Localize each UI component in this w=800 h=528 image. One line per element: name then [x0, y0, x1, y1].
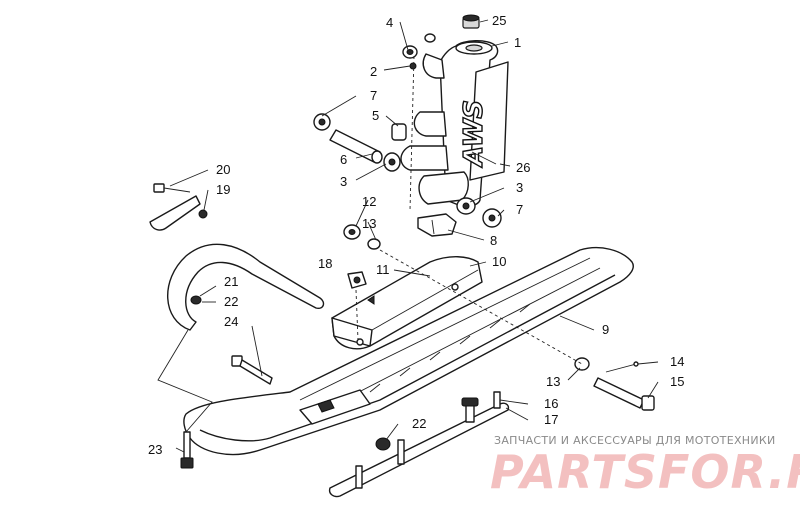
callout-11: 11 — [376, 262, 390, 277]
bushing-7-right — [482, 208, 502, 228]
nut-12 — [343, 224, 361, 240]
callout-15: 15 — [670, 374, 684, 389]
nut-22-lower — [375, 437, 391, 451]
wear-bar-17 — [328, 397, 510, 498]
pin-14 — [605, 361, 639, 373]
callout-25: 25 — [492, 13, 506, 28]
callout-22b: 22 — [412, 416, 426, 431]
callout-19: 19 — [216, 182, 230, 197]
ski-loop-21 — [167, 243, 325, 331]
callout-9: 9 — [602, 322, 609, 337]
bushing-7-left — [313, 113, 331, 131]
callout-3b: 3 — [516, 180, 523, 195]
callout-23: 23 — [148, 442, 162, 457]
washer-4 — [424, 33, 436, 43]
bracket-19 — [149, 195, 208, 231]
callout-12: 12 — [362, 194, 376, 209]
callout-8: 8 — [490, 233, 497, 248]
callout-16: 16 — [544, 396, 558, 411]
callout-14: 14 — [670, 354, 684, 369]
stopper-8 — [417, 213, 457, 237]
callout-7a: 7 — [370, 88, 377, 103]
watermark-logo: PARTSFOR.RU — [490, 445, 800, 499]
spindle: AWS — [400, 40, 509, 207]
callout-17: 17 — [544, 412, 558, 427]
callout-13b: 13 — [546, 374, 560, 389]
fitting-2 — [409, 62, 417, 70]
callout-4: 4 — [386, 15, 393, 30]
washer-13-upper — [367, 238, 381, 250]
washer-13-lower — [574, 357, 590, 371]
callout-3a: 3 — [340, 174, 347, 189]
spindle-logo: AWS — [459, 100, 489, 168]
bushing-5 — [391, 123, 407, 141]
bolt-20 — [153, 183, 191, 193]
watermark-tagline: ЗАПЧАСТИ И АКСЕССУАРЫ ДЛЯ МОТОТЕХНИКИ — [494, 434, 776, 447]
spacer-6 — [329, 129, 383, 164]
bolt-23 — [180, 431, 194, 469]
bolt-24 — [231, 355, 273, 385]
bushing-3-left — [383, 152, 401, 172]
nut-18 — [347, 271, 367, 289]
callout-26: 26 — [516, 160, 530, 175]
bolt-15 — [593, 377, 655, 411]
cap-25 — [462, 14, 480, 29]
callout-10: 10 — [492, 254, 506, 269]
callout-1: 1 — [514, 35, 521, 50]
ski — [183, 246, 634, 456]
callout-24: 24 — [224, 314, 238, 329]
ski-saddle — [331, 256, 483, 350]
callout-6: 6 — [340, 152, 347, 167]
bushing-3-right — [456, 197, 476, 215]
callout-7b: 7 — [516, 202, 523, 217]
nut-4 — [402, 45, 418, 59]
callout-18: 18 — [318, 256, 332, 271]
stud-16 — [493, 391, 501, 409]
callout-21: 21 — [224, 274, 238, 289]
callout-2: 2 — [370, 64, 377, 79]
callout-22a: 22 — [224, 294, 238, 309]
callout-20: 20 — [216, 162, 230, 177]
callout-5: 5 — [372, 108, 379, 123]
callout-13a: 13 — [362, 216, 376, 231]
nut-22-left — [190, 295, 202, 305]
